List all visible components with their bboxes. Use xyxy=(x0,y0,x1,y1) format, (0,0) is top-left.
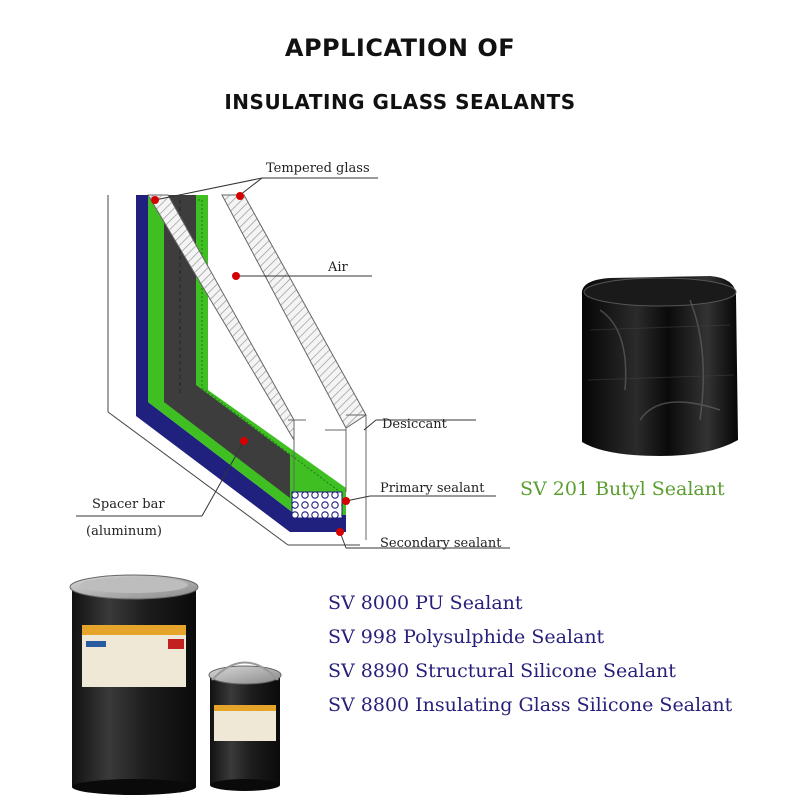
sealant-drums-image xyxy=(69,574,282,795)
marker-secondary-sealant xyxy=(336,528,344,536)
title-line-2: INSULATING GLASS SEALANTS xyxy=(224,90,576,114)
label-primary-sealant: Primary sealant xyxy=(380,481,485,496)
secondary-sealant-shape xyxy=(136,195,346,532)
label-spacer-material: (aluminum) xyxy=(86,524,162,539)
label-desiccant: Desiccant xyxy=(382,417,448,432)
butyl-sealant-roll-image xyxy=(581,276,738,456)
marker-primary-sealant xyxy=(342,497,350,505)
label-spacer-bar: Spacer bar xyxy=(92,497,165,512)
product-item-1: SV 8000 PU Sealant xyxy=(328,592,523,614)
product-item-2: SV 998 Polysulphide Sealant xyxy=(328,626,605,648)
label-air: Air xyxy=(327,260,349,275)
product-item-3: SV 8890 Structural Silicone Sealant xyxy=(328,660,676,682)
label-tempered-glass: Tempered glass xyxy=(266,161,370,176)
marker-tempered-glass-1 xyxy=(151,196,159,204)
butyl-sealant-label: SV 201 Butyl Sealant xyxy=(520,478,725,500)
marker-dots xyxy=(151,192,350,536)
label-secondary-sealant: Secondary sealant xyxy=(380,536,502,551)
primary-sealant-shape xyxy=(291,491,343,519)
leader-lines xyxy=(76,177,510,549)
title-line-1: APPLICATION OF xyxy=(284,34,516,62)
marker-tempered-glass-2 xyxy=(236,192,244,200)
product-item-4: SV 8800 Insulating Glass Silicone Sealan… xyxy=(328,694,733,716)
marker-air xyxy=(232,272,240,280)
frame-outline xyxy=(107,195,360,546)
marker-spacer-bar xyxy=(240,437,248,445)
tempered-glass-pane-2 xyxy=(221,194,367,429)
product-list: SV 8000 PU Sealant SV 998 Polysulphide S… xyxy=(328,588,732,724)
